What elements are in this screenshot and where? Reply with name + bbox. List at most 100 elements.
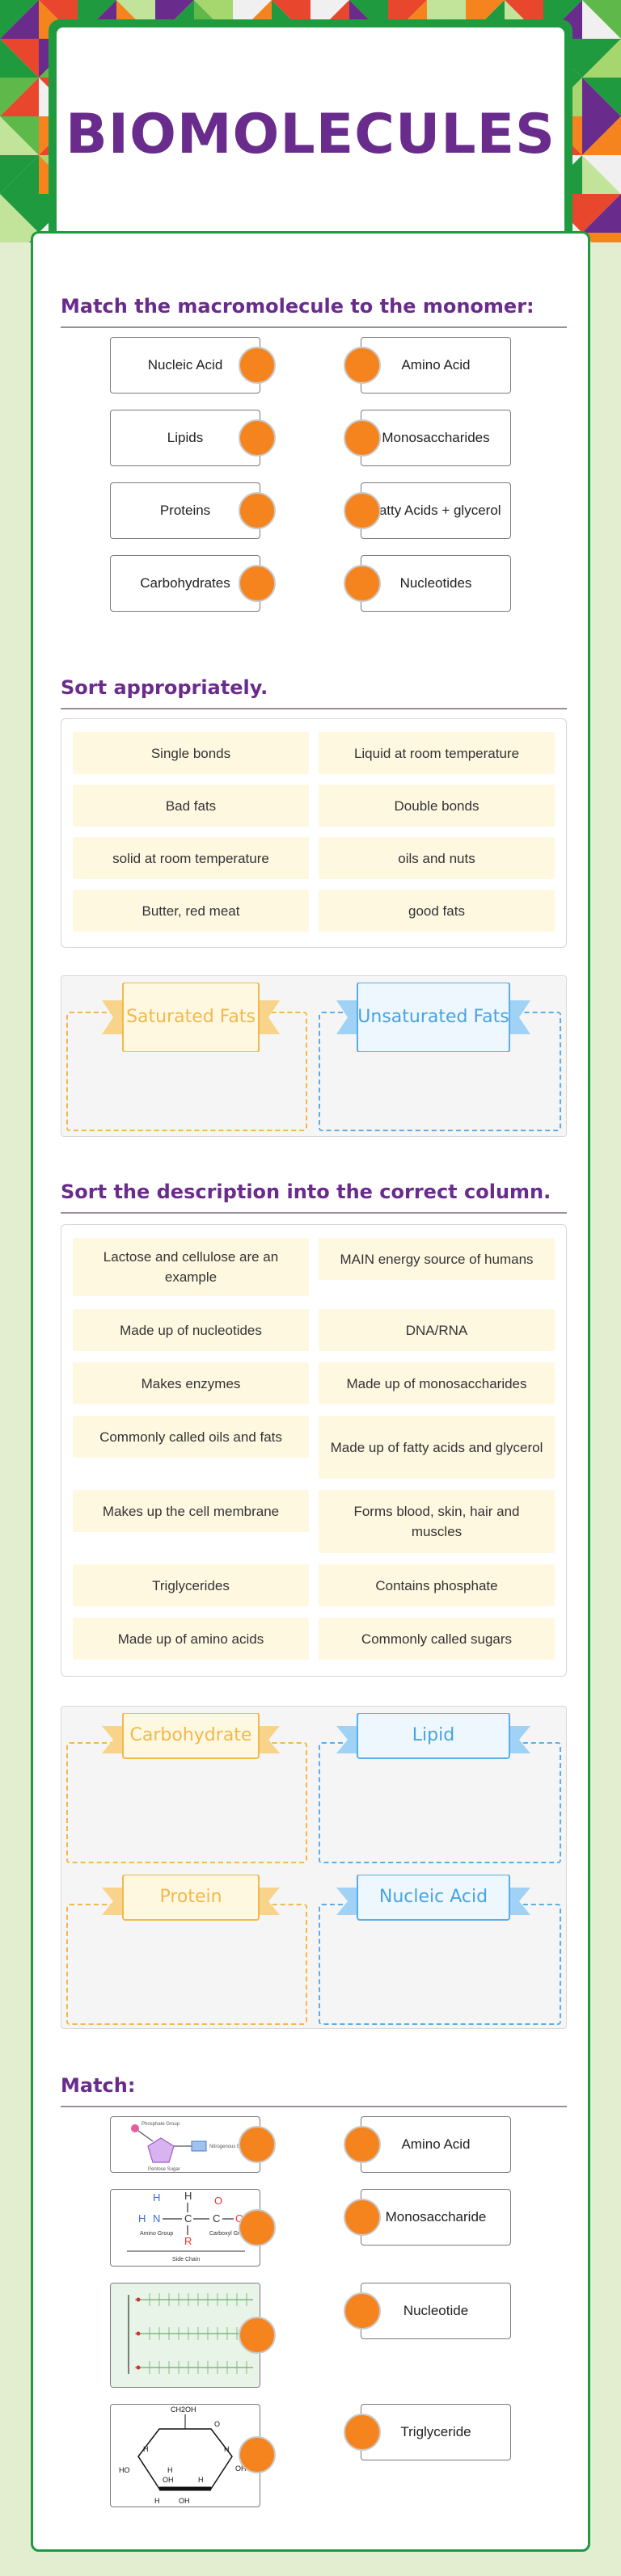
diagram-label: C [213, 2212, 220, 2225]
connector-dot[interactable] [239, 2436, 276, 2473]
diagram-label: OH [235, 2464, 247, 2473]
connector-dot[interactable] [344, 2126, 381, 2163]
sort-chip[interactable]: Commonly called sugars [319, 1618, 555, 1660]
drop-zone-label-saturated: Saturated Fats [126, 1007, 256, 1027]
diagram-label: Pentose Sugar [148, 2167, 180, 2172]
sort-chip[interactable]: DNA/RNA [319, 1309, 555, 1351]
image-amino-acid-structure[interactable]: H H H N C C O OH R Amino Group Carboxyl … [110, 2189, 260, 2267]
connector-dot[interactable] [344, 492, 381, 529]
match-item-nucleotide[interactable]: Nucleotide [361, 2283, 511, 2339]
sort-chip[interactable]: Made up of nucleotides [73, 1309, 309, 1351]
drop-zone-label-protein: Protein [159, 1887, 222, 1907]
section-title-match-monomer: Match the macromolecule to the monomer: [61, 295, 534, 318]
sort-chip[interactable]: Single bonds [73, 732, 309, 774]
sort-chip[interactable]: Bad fats [73, 785, 309, 827]
connector-dot[interactable] [239, 2209, 276, 2246]
image-glucose-ring[interactable]: CH2OH O H H OH H HO OH H OH H [110, 2404, 260, 2507]
diagram-label: Carboxyl Group [209, 2231, 249, 2237]
ribbon-banner [102, 983, 280, 1052]
match-item-lipids[interactable]: Lipids [110, 410, 260, 466]
drop-zone-label-carbohydrate: Carbohydrate [129, 1725, 252, 1745]
connector-dot[interactable] [344, 419, 381, 457]
sort-chip[interactable]: Triglycerides [73, 1564, 309, 1606]
sort-chip[interactable]: good fats [319, 890, 555, 932]
image-nucleotide-diagram[interactable]: Phosphate Group Nitrogenous Base Pentose… [110, 2116, 260, 2173]
match-item-monosaccharides[interactable]: Monosaccharides [361, 410, 511, 466]
image-triglyceride-structure[interactable] [110, 2283, 260, 2388]
section-title-match-images: Match: [61, 2074, 136, 2097]
diagram-label: Phosphate Group [142, 2122, 180, 2127]
section-title-sort-description: Sort the description into the correct co… [61, 1181, 551, 1203]
sort-chip[interactable]: Made up of amino acids [73, 1618, 309, 1660]
connector-dot[interactable] [239, 565, 276, 602]
connector-dot[interactable] [239, 2126, 276, 2163]
connector-dot[interactable] [344, 2414, 381, 2451]
diagram-label: H [138, 2212, 146, 2225]
connector-dot[interactable] [344, 565, 381, 602]
glucose-ring-diagram: CH2OH O H H OH H HO OH H OH H [119, 2406, 247, 2505]
page-title: BIOMOLECULES [65, 103, 556, 166]
match-item-proteins[interactable]: Proteins [110, 482, 260, 539]
connector-dot[interactable] [344, 347, 381, 384]
sort-chip[interactable]: solid at room temperature [73, 837, 309, 879]
section-title-sort-fats: Sort appropriately. [61, 676, 268, 699]
sort-chip[interactable]: oils and nuts [319, 837, 555, 879]
sort-chip[interactable]: Liquid at room temperature [319, 732, 555, 774]
connector-dot[interactable] [239, 492, 276, 529]
drop-zone-label-nucleic-acid: Nucleic Acid [378, 1887, 488, 1907]
sort-chip[interactable]: Forms blood, skin, hair and muscles [319, 1490, 555, 1553]
pattern-triangle [582, 39, 621, 78]
pattern-triangle [582, 0, 621, 39]
section-divider [61, 1212, 567, 1214]
diagram-label: H [153, 2191, 160, 2203]
diagram-label: H [224, 2445, 230, 2453]
connector-dot[interactable] [344, 2199, 381, 2236]
sort-chip[interactable]: Makes up the cell membrane [73, 1490, 309, 1532]
drop-area-fats: Saturated Fats Unsaturated Fats [61, 975, 567, 1137]
diagram-label: OH [163, 2476, 174, 2484]
diagram-label: C [184, 2212, 192, 2225]
sort-chip[interactable]: Double bonds [319, 785, 555, 827]
amino-acid-diagram: H H H N C C O OH R Amino Group Carboxyl … [127, 2190, 251, 2262]
diagram-label: O [214, 2420, 220, 2428]
sort-chip[interactable]: Butter, red meat [73, 890, 309, 932]
diagram-label: Nitrogenous Base [209, 2145, 248, 2149]
sort-chip[interactable]: MAIN energy source of humans [319, 1238, 555, 1280]
match-item-amino-acid[interactable]: Amino Acid [361, 2116, 511, 2173]
pattern-triangle [0, 39, 39, 78]
sort-chip[interactable]: Made up of monosaccharides [319, 1362, 555, 1404]
match-item-amino-acid[interactable]: Amino Acid [361, 337, 511, 394]
sort-chip-pool: Single bonds Liquid at room temperature … [61, 718, 567, 948]
diagram-label: H [143, 2445, 149, 2453]
diagram-label: OH [179, 2497, 190, 2505]
match-item-nucleotides[interactable]: Nucleotides [361, 555, 511, 612]
sort-chip[interactable]: Contains phosphate [319, 1564, 555, 1606]
diagram-label: H [184, 2190, 192, 2202]
section-divider [61, 326, 567, 328]
match-item-monosaccharide[interactable]: Monosaccharide [361, 2189, 511, 2246]
sort-chip[interactable]: Makes enzymes [73, 1362, 309, 1404]
sort-chip[interactable]: Lactose and cellulose are an example [73, 1238, 309, 1296]
match-item-carbohydrates[interactable]: Carbohydrates [110, 555, 260, 612]
sort-chip[interactable]: Made up of fatty acids and glycerol [319, 1416, 555, 1479]
diagram-label: H [198, 2476, 204, 2484]
match-item-triglyceride[interactable]: Triglyceride [361, 2404, 511, 2460]
connector-dot[interactable] [239, 419, 276, 457]
diagram-label: H [154, 2497, 160, 2505]
nucleotide-diagram: Phosphate Group Nitrogenous Base Pentose… [131, 2122, 248, 2172]
section-divider [61, 708, 567, 709]
pattern-triangle [0, 155, 39, 194]
connector-dot[interactable] [239, 347, 276, 384]
pattern-triangle [582, 194, 621, 233]
ribbon-banner [102, 1713, 280, 1759]
sort-chip[interactable]: Commonly called oils and fats [73, 1416, 309, 1458]
connector-dot[interactable] [239, 2317, 276, 2354]
diagram-label: Amino Group [140, 2231, 173, 2237]
ribbon-banner [336, 1713, 530, 1759]
connector-dot[interactable] [344, 2292, 381, 2330]
match-item-fatty-acids-glycerol[interactable]: Fatty Acids + glycerol [361, 482, 511, 539]
diagram-label: O [214, 2195, 222, 2207]
header-panel: BIOMOLECULES [57, 27, 564, 242]
pattern-triangle [0, 78, 39, 116]
ribbon-banner [102, 1875, 280, 1921]
